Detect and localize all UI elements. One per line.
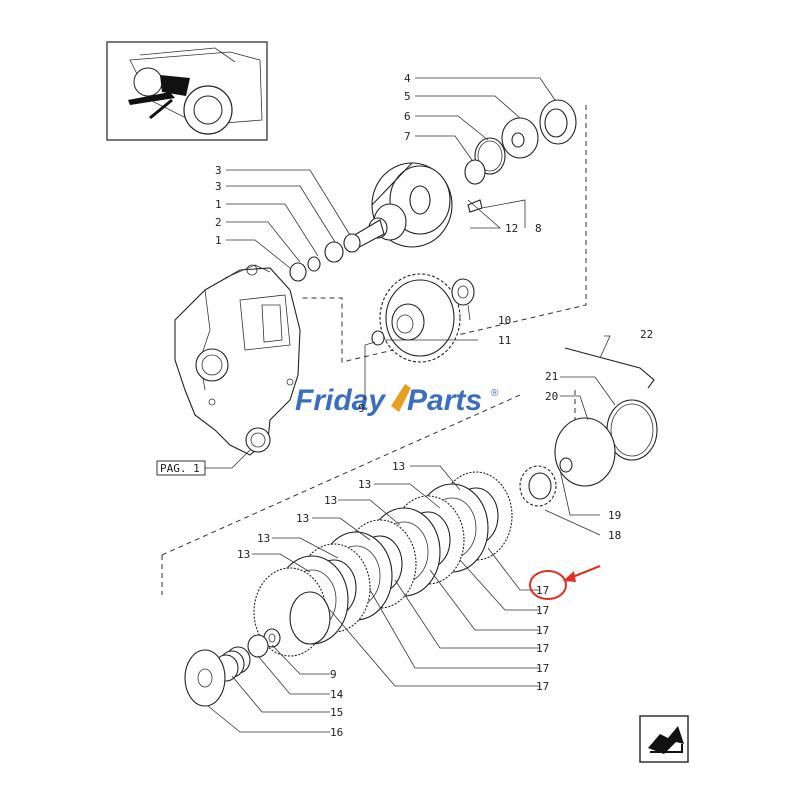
label-6: 6 (404, 110, 411, 123)
label-19: 19 (608, 509, 621, 522)
label-18: 18 (608, 529, 621, 542)
label-15: 15 (330, 706, 343, 719)
leader-lines (207, 77, 616, 733)
page-reference[interactable]: PAG. 1 (156, 449, 251, 476)
clutch-drum (345, 162, 453, 253)
label-1a: 1 (215, 198, 222, 211)
next-page-arrow-icon[interactable] (639, 715, 689, 763)
label-1b: 1 (215, 234, 222, 247)
page-reference-label: PAG. 1 (160, 462, 200, 475)
bearing-10 (451, 278, 475, 306)
watermark-bolt-icon (391, 384, 411, 412)
watermark-word1: Friday (295, 384, 386, 417)
label-9-lower: 9 (330, 668, 337, 681)
tractor-location-icon (106, 41, 268, 141)
label-20: 20 (545, 390, 558, 403)
label-12: 12 (505, 222, 518, 235)
plate-20 (554, 417, 616, 487)
plate-16 (184, 649, 226, 707)
label-13f: 13 (237, 548, 250, 561)
gearbox-housing (174, 264, 301, 456)
label-17b: 17 (536, 604, 549, 617)
label-16: 16 (330, 726, 343, 739)
highlight-marker (529, 564, 601, 600)
drive-gear (379, 273, 461, 363)
label-8: 8 (535, 222, 542, 235)
label-13b: 13 (358, 478, 371, 491)
shaft-bearings (289, 233, 361, 282)
label-17-highlighted: 17 (536, 584, 549, 597)
label-22: 22 (640, 328, 653, 341)
clutch-disc-stack (253, 471, 513, 657)
label-13d: 13 (296, 512, 309, 525)
label-3b: 3 (215, 180, 222, 193)
hub-18 (519, 465, 557, 507)
label-13c: 13 (324, 494, 337, 507)
label-9-upper: 9 (358, 402, 365, 415)
label-7: 7 (404, 130, 411, 143)
label-17e: 17 (536, 662, 549, 675)
label-21: 21 (545, 370, 558, 383)
label-14: 14 (330, 688, 344, 701)
callout-labels: 4 5 6 7 8 3 3 1 2 1 12 10 11 9 22 21 20 … (215, 72, 653, 739)
bearing-5 (501, 117, 539, 159)
watermark-word2: Parts (407, 384, 482, 417)
label-17f: 17 (536, 680, 549, 693)
label-5: 5 (404, 90, 411, 103)
bearing-4 (539, 99, 577, 145)
upper-group-boundary (300, 105, 587, 363)
snap-ring-7 (464, 159, 486, 185)
label-10: 10 (498, 314, 511, 327)
label-11: 11 (498, 334, 511, 347)
watermark-mark: ® (491, 388, 499, 399)
lower-group-boundary (161, 390, 576, 595)
watermark: Friday Parts ® (295, 384, 499, 417)
label-17c: 17 (536, 624, 549, 637)
label-4: 4 (404, 72, 411, 85)
label-2: 2 (215, 216, 222, 229)
label-13e: 13 (257, 532, 270, 545)
washer-14 (247, 634, 269, 658)
label-17d: 17 (536, 642, 549, 655)
label-13a: 13 (392, 460, 405, 473)
rod-22 (564, 347, 655, 389)
label-3a: 3 (215, 164, 222, 177)
washer-11 (371, 330, 385, 346)
